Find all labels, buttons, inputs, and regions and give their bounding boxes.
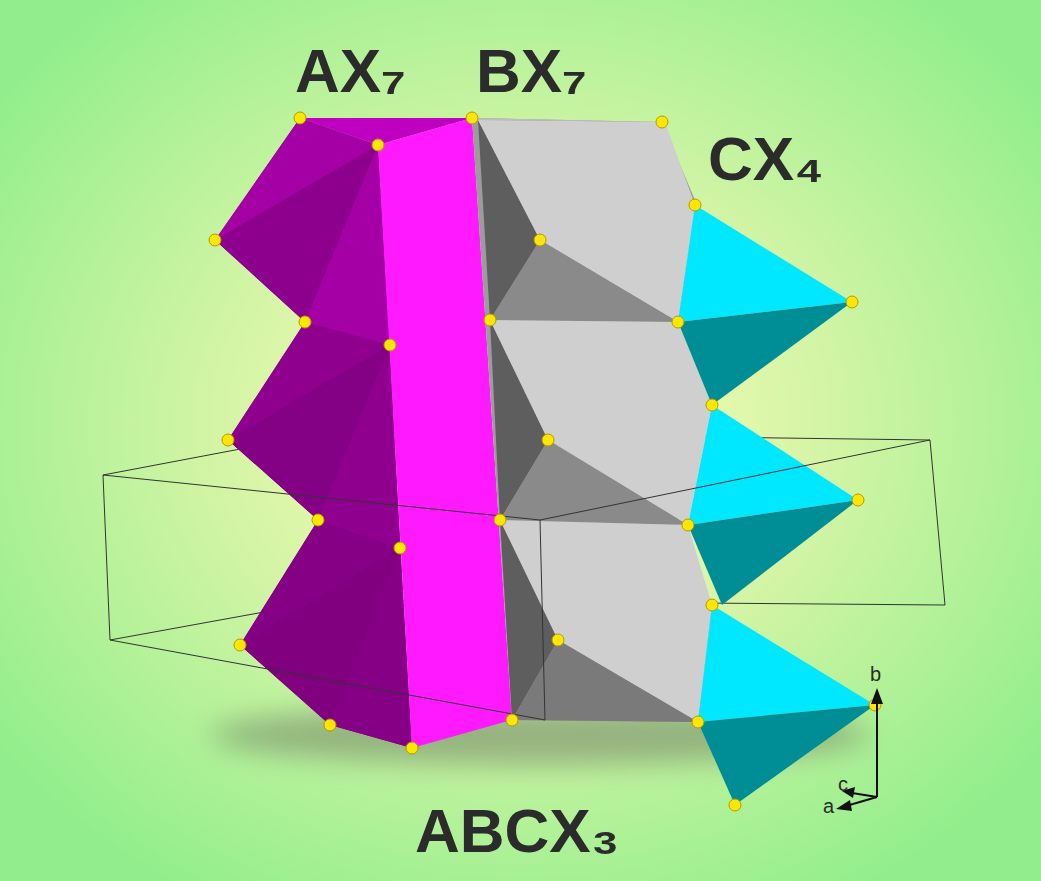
polyhedron-label: CX₄ [708, 128, 824, 190]
anion-atoms [209, 112, 881, 811]
axis-arrows [836, 688, 883, 811]
axis-label: c [838, 774, 848, 794]
cx4-tetrahedra [678, 205, 875, 805]
formula-label: ABCX₃ [415, 800, 619, 862]
bx7-polyhedra [472, 118, 712, 722]
polyhedron-label: AX₇ [295, 40, 406, 102]
polyhedron-label: BX₇ [476, 40, 587, 102]
axis-label: a [823, 796, 834, 816]
ax7-polyhedra [215, 118, 512, 748]
axis-label: b [870, 664, 881, 684]
unit-cell-front [103, 440, 930, 720]
